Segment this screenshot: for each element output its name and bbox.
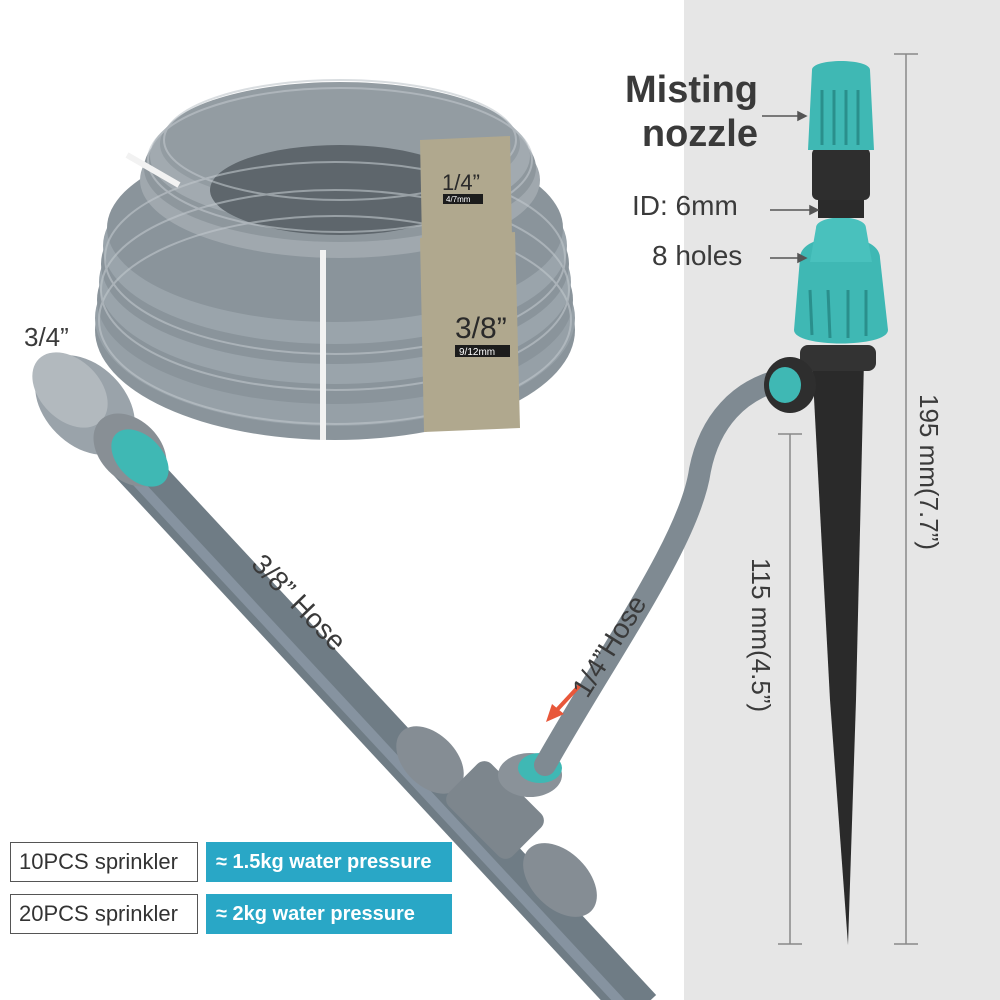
inner-diameter-label: ID: 6mm: [632, 190, 738, 221]
pressure-row: 10PCS sprinkler ≈ 1.5kg water pressure: [10, 842, 452, 882]
tee-fitting: [396, 726, 597, 917]
sprinkler-stake: [764, 345, 876, 945]
coil-tag-small-size: 1/4”: [442, 170, 480, 195]
dimension-lines: [778, 53, 918, 945]
total-height-label: 195 mm(7.7”): [914, 394, 944, 551]
holes-label: 8 holes: [652, 240, 743, 271]
stake-height-label: 115 mm(4.5”): [746, 558, 776, 713]
sprinkler-quantity: 20PCS sprinkler: [10, 894, 198, 934]
coil-tags: [420, 136, 520, 432]
pressure-row: 20PCS sprinkler ≈ 2kg water pressure: [10, 894, 452, 934]
pointer-arrows: [762, 110, 820, 264]
misting-label-line2: nozzle: [641, 113, 758, 155]
sprinkler-quantity: 10PCS sprinkler: [10, 842, 198, 882]
misting-nozzle: [794, 61, 888, 344]
misting-nozzle-label: Misting nozzle: [622, 68, 758, 156]
branch-hose: [534, 369, 791, 776]
connector-size-label: 3/4”: [24, 322, 69, 352]
water-pressure-badge: ≈ 1.5kg water pressure: [206, 842, 452, 882]
misting-label-line1: Misting: [625, 69, 758, 111]
water-pressure-badge: ≈ 2kg water pressure: [206, 894, 452, 934]
coil-tag-large-sub: 9/12mm: [459, 347, 495, 358]
connector-3-4: [32, 352, 169, 487]
coil-tag-large-size: 3/8”: [455, 312, 507, 345]
red-arrow-icon: [546, 683, 582, 722]
coil-tag-small-sub: 4/7mm: [446, 195, 471, 204]
main-hose: [103, 435, 657, 1000]
